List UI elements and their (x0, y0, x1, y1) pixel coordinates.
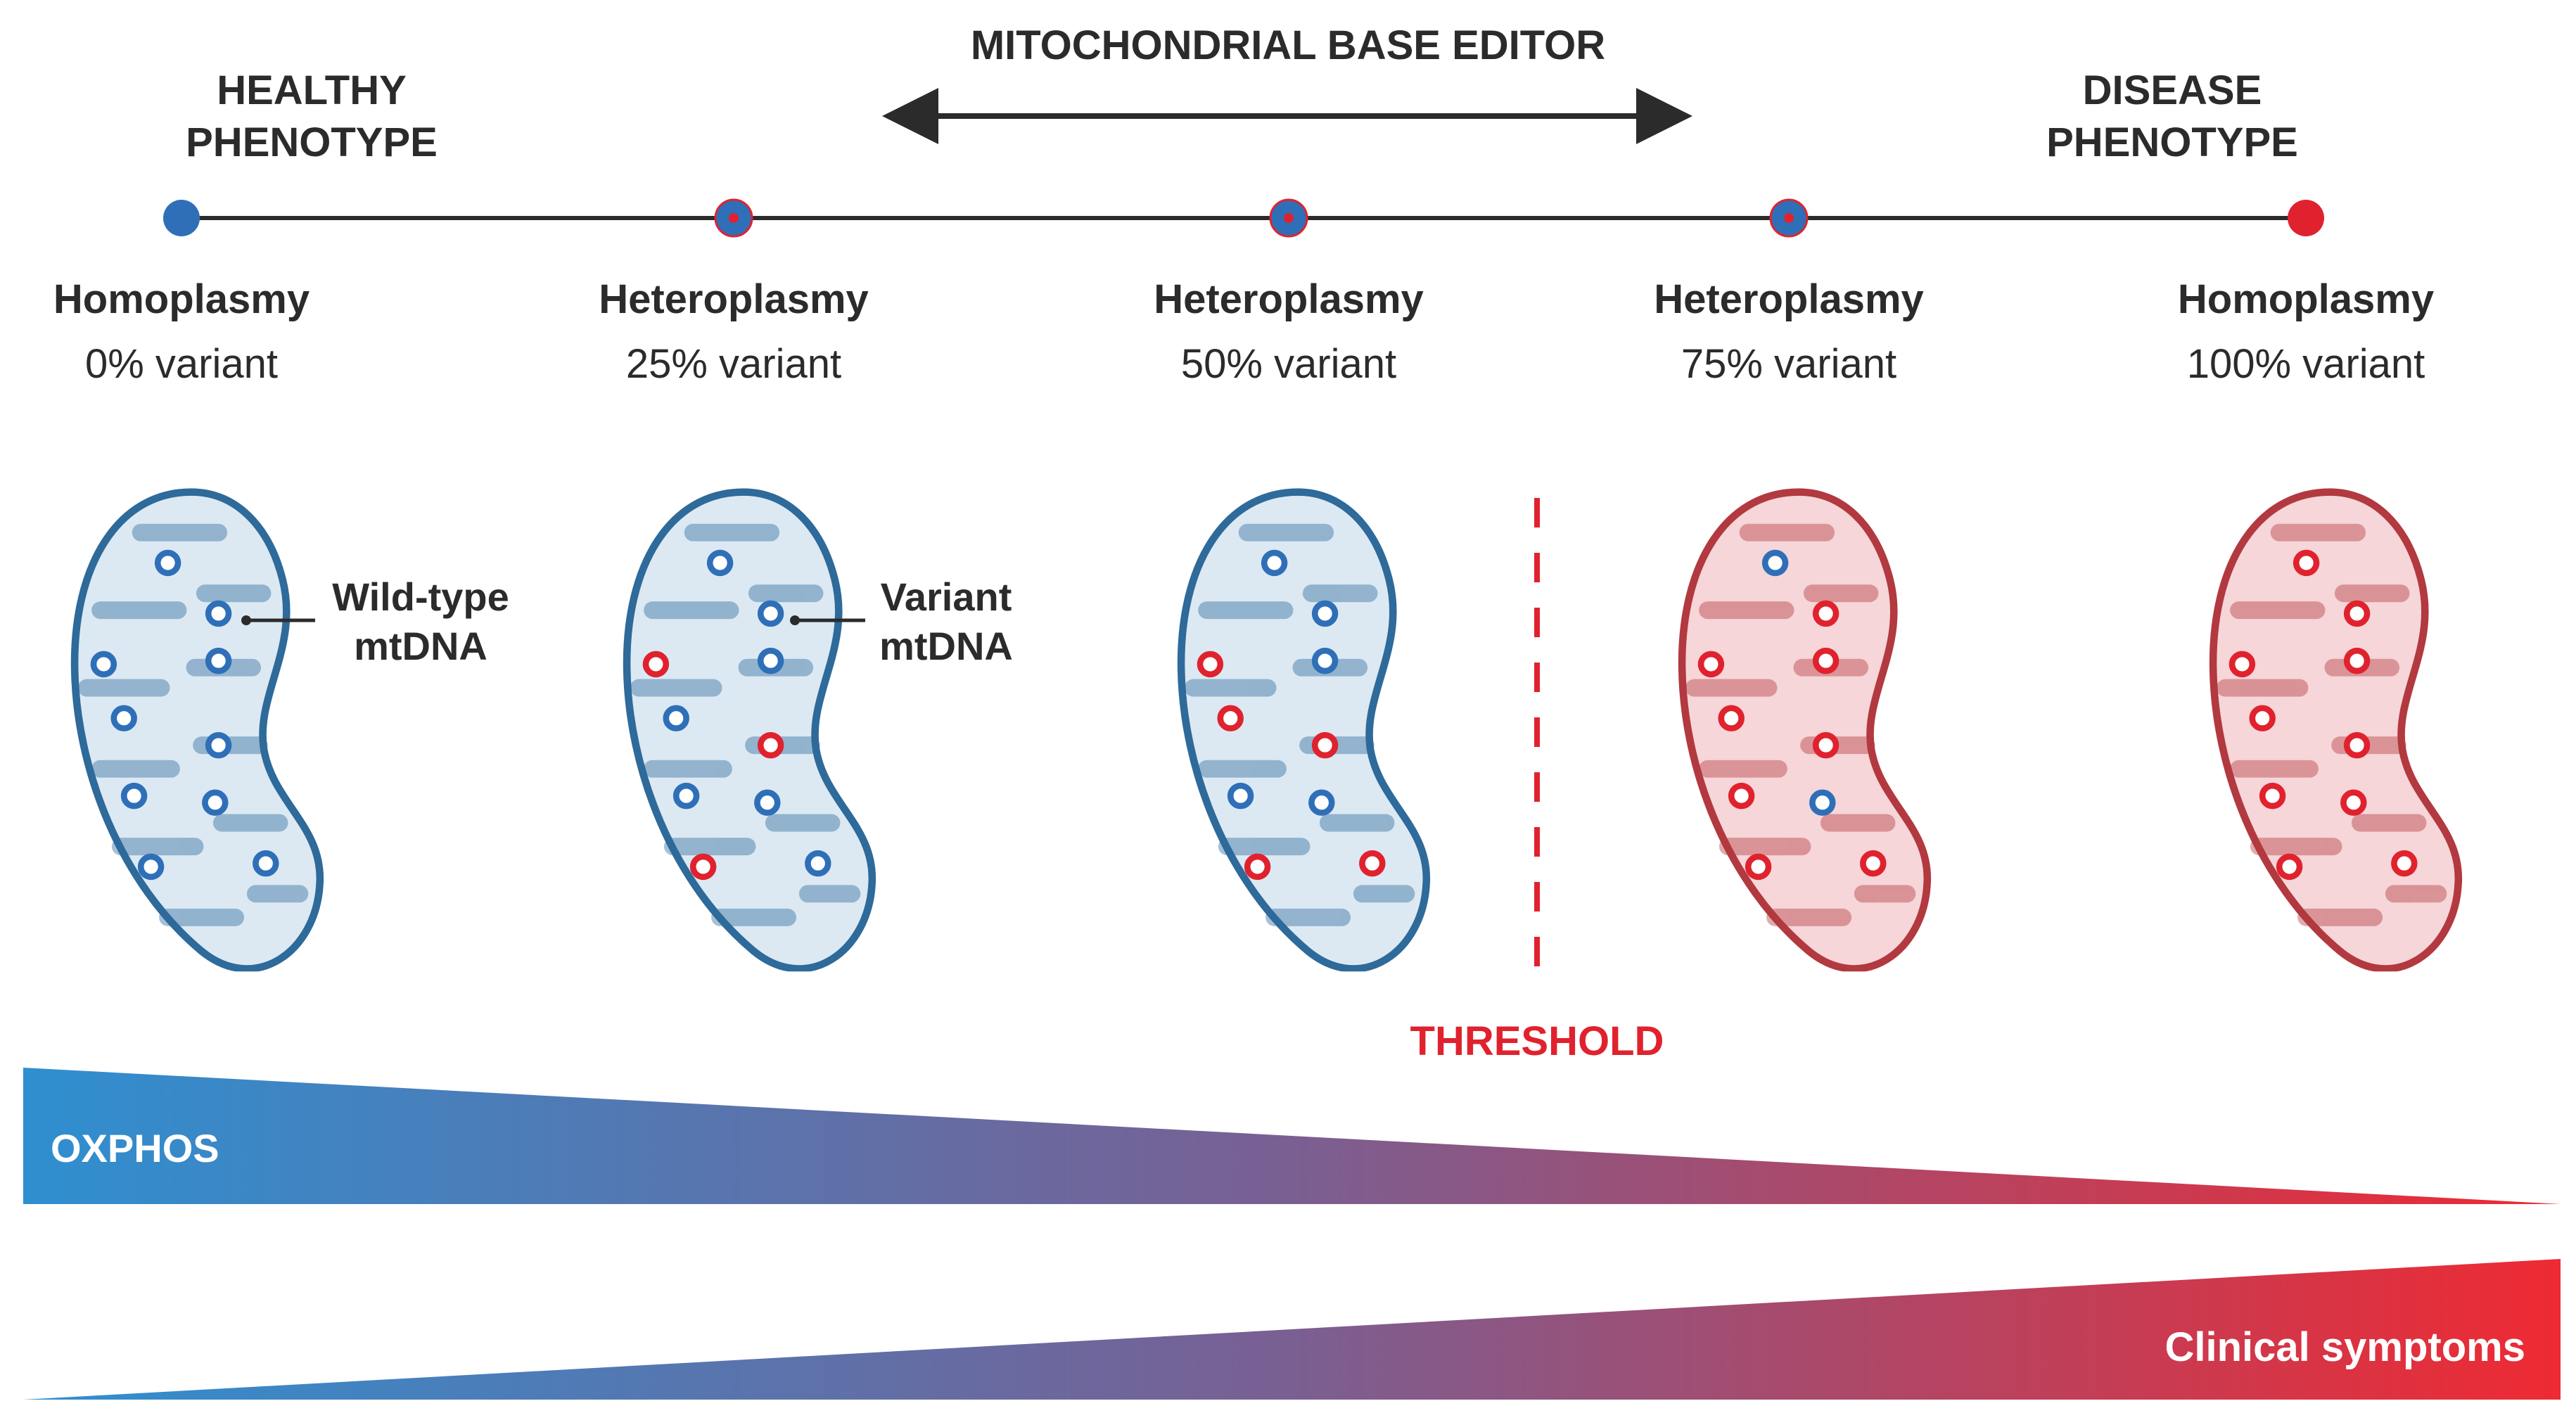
variant-mtdna-circle (1244, 853, 1271, 881)
mitochondrion (75, 492, 320, 969)
wildtype-mtdna-circle (120, 782, 148, 810)
timeline-dot (2288, 200, 2324, 236)
variant-mtdna-circle (1311, 731, 1339, 759)
variant-mtdna-circle (642, 651, 670, 678)
variant-mtdna-circle (2276, 853, 2303, 881)
variant-mtdna-circle (2340, 789, 2367, 816)
wildtype-callout-dot (241, 615, 251, 625)
variant-mtdna-circle (2343, 600, 2371, 627)
stage-name-label: Homoplasmy (2178, 276, 2434, 322)
variant-mtdna-circle (1812, 731, 1839, 759)
mitochondrion (2213, 492, 2459, 969)
stage-percent-label: 100% variant (2187, 341, 2425, 387)
variant-mtdna-circle (2229, 651, 2256, 678)
threshold-label: THRESHOLD (1410, 1018, 1664, 1064)
variant-callout-dot (790, 615, 800, 625)
variant-mtdna-circle (1860, 850, 1887, 877)
variant-mtdna-circle (689, 853, 717, 881)
wildtype-mtdna-circle (110, 705, 137, 731)
timeline-dot-center (729, 213, 739, 223)
wildtype-mtdna-circle (757, 600, 784, 627)
wildtype-mtdna-circle (205, 647, 232, 674)
wildtype-mtdna-circle (205, 731, 232, 759)
wildtype-mtdna-circle (1761, 549, 1789, 577)
wildtype-mtdna-circle (154, 549, 181, 577)
wildtype-mtdna-circle (205, 600, 232, 627)
healthy-phenotype-label-line2: PHENOTYPE (186, 120, 438, 165)
wildtype-mtdna-circle (1308, 789, 1335, 816)
mitochondrion (1682, 492, 1927, 969)
variant-mtdna-circle (757, 731, 784, 759)
variant-mtdna-circle (1718, 705, 1745, 731)
mitochondrion (1181, 492, 1427, 969)
wildtype-mtdna-circle (757, 647, 784, 674)
oxphos-label: OXPHOS (51, 1126, 219, 1170)
stage-percent-label: 75% variant (1681, 341, 1896, 387)
wildtype-mtdna-circle (706, 549, 734, 577)
timeline-dot (163, 200, 200, 236)
base-editor-label: MITOCHONDRIAL BASE EDITOR (971, 23, 1605, 68)
wildtype-mtdna-label-line1: Wild-type (332, 575, 509, 619)
variant-mtdna-label-line2: mtDNA (879, 624, 1013, 668)
stage-name-label: Heteroplasmy (1654, 276, 1924, 322)
variant-mtdna-circle (1217, 705, 1244, 731)
healthy-phenotype-label-line1: HEALTHY (217, 68, 407, 113)
wildtype-mtdna-circle (1311, 647, 1339, 674)
variant-mtdna-circle (2259, 782, 2286, 810)
variant-mtdna-circle (1697, 651, 1725, 678)
wildtype-mtdna-circle (672, 782, 700, 810)
variant-mtdna-circle (2293, 549, 2320, 577)
clinical-symptoms-label: Clinical symptoms (2165, 1324, 2525, 1370)
wildtype-mtdna-circle (1311, 600, 1339, 627)
variant-mtdna-circle (1812, 600, 1839, 627)
wildtype-mtdna-label-line2: mtDNA (354, 624, 487, 668)
timeline-dot-center (1284, 213, 1294, 223)
disease-phenotype-label-line2: PHENOTYPE (2046, 120, 2298, 165)
wildtype-mtdna-circle (253, 850, 279, 877)
variant-mtdna-circle (1728, 782, 1755, 810)
stage-name-label: Heteroplasmy (1154, 276, 1424, 322)
stage-name-label: Heteroplasmy (599, 276, 869, 322)
variant-mtdna-circle (2343, 647, 2371, 674)
variant-mtdna-circle (1812, 647, 1839, 674)
variant-mtdna-label-line1: Variant (881, 575, 1012, 619)
variant-mtdna-circle (1359, 850, 1386, 877)
wildtype-mtdna-circle (90, 651, 117, 678)
wildtype-mtdna-circle (805, 850, 831, 877)
wildtype-mtdna-circle (1261, 549, 1288, 577)
stage-percent-label: 25% variant (626, 341, 841, 387)
wildtype-mtdna-circle (1809, 789, 1836, 816)
clinical-symptoms-gradient-wedge (23, 1259, 2561, 1400)
variant-mtdna-circle (2391, 850, 2418, 877)
timeline-dot-center (1784, 213, 1794, 223)
wildtype-mtdna-circle (663, 705, 689, 731)
wildtype-mtdna-circle (202, 789, 229, 816)
variant-mtdna-circle (2249, 705, 2276, 731)
wildtype-mtdna-circle (754, 789, 781, 816)
stage-percent-label: 0% variant (85, 341, 278, 387)
variant-mtdna-circle (1197, 651, 1224, 678)
disease-phenotype-label-line1: DISEASE (2083, 68, 2262, 113)
variant-mtdna-circle (1745, 853, 1772, 881)
stage-name-label: Homoplasmy (53, 276, 310, 322)
variant-mtdna-circle (2343, 731, 2371, 759)
mitochondrion (627, 492, 872, 969)
stage-percent-label: 50% variant (1181, 341, 1396, 387)
wildtype-mtdna-circle (137, 853, 165, 881)
wildtype-mtdna-circle (1227, 782, 1254, 810)
oxphos-gradient-wedge (23, 1068, 2561, 1204)
